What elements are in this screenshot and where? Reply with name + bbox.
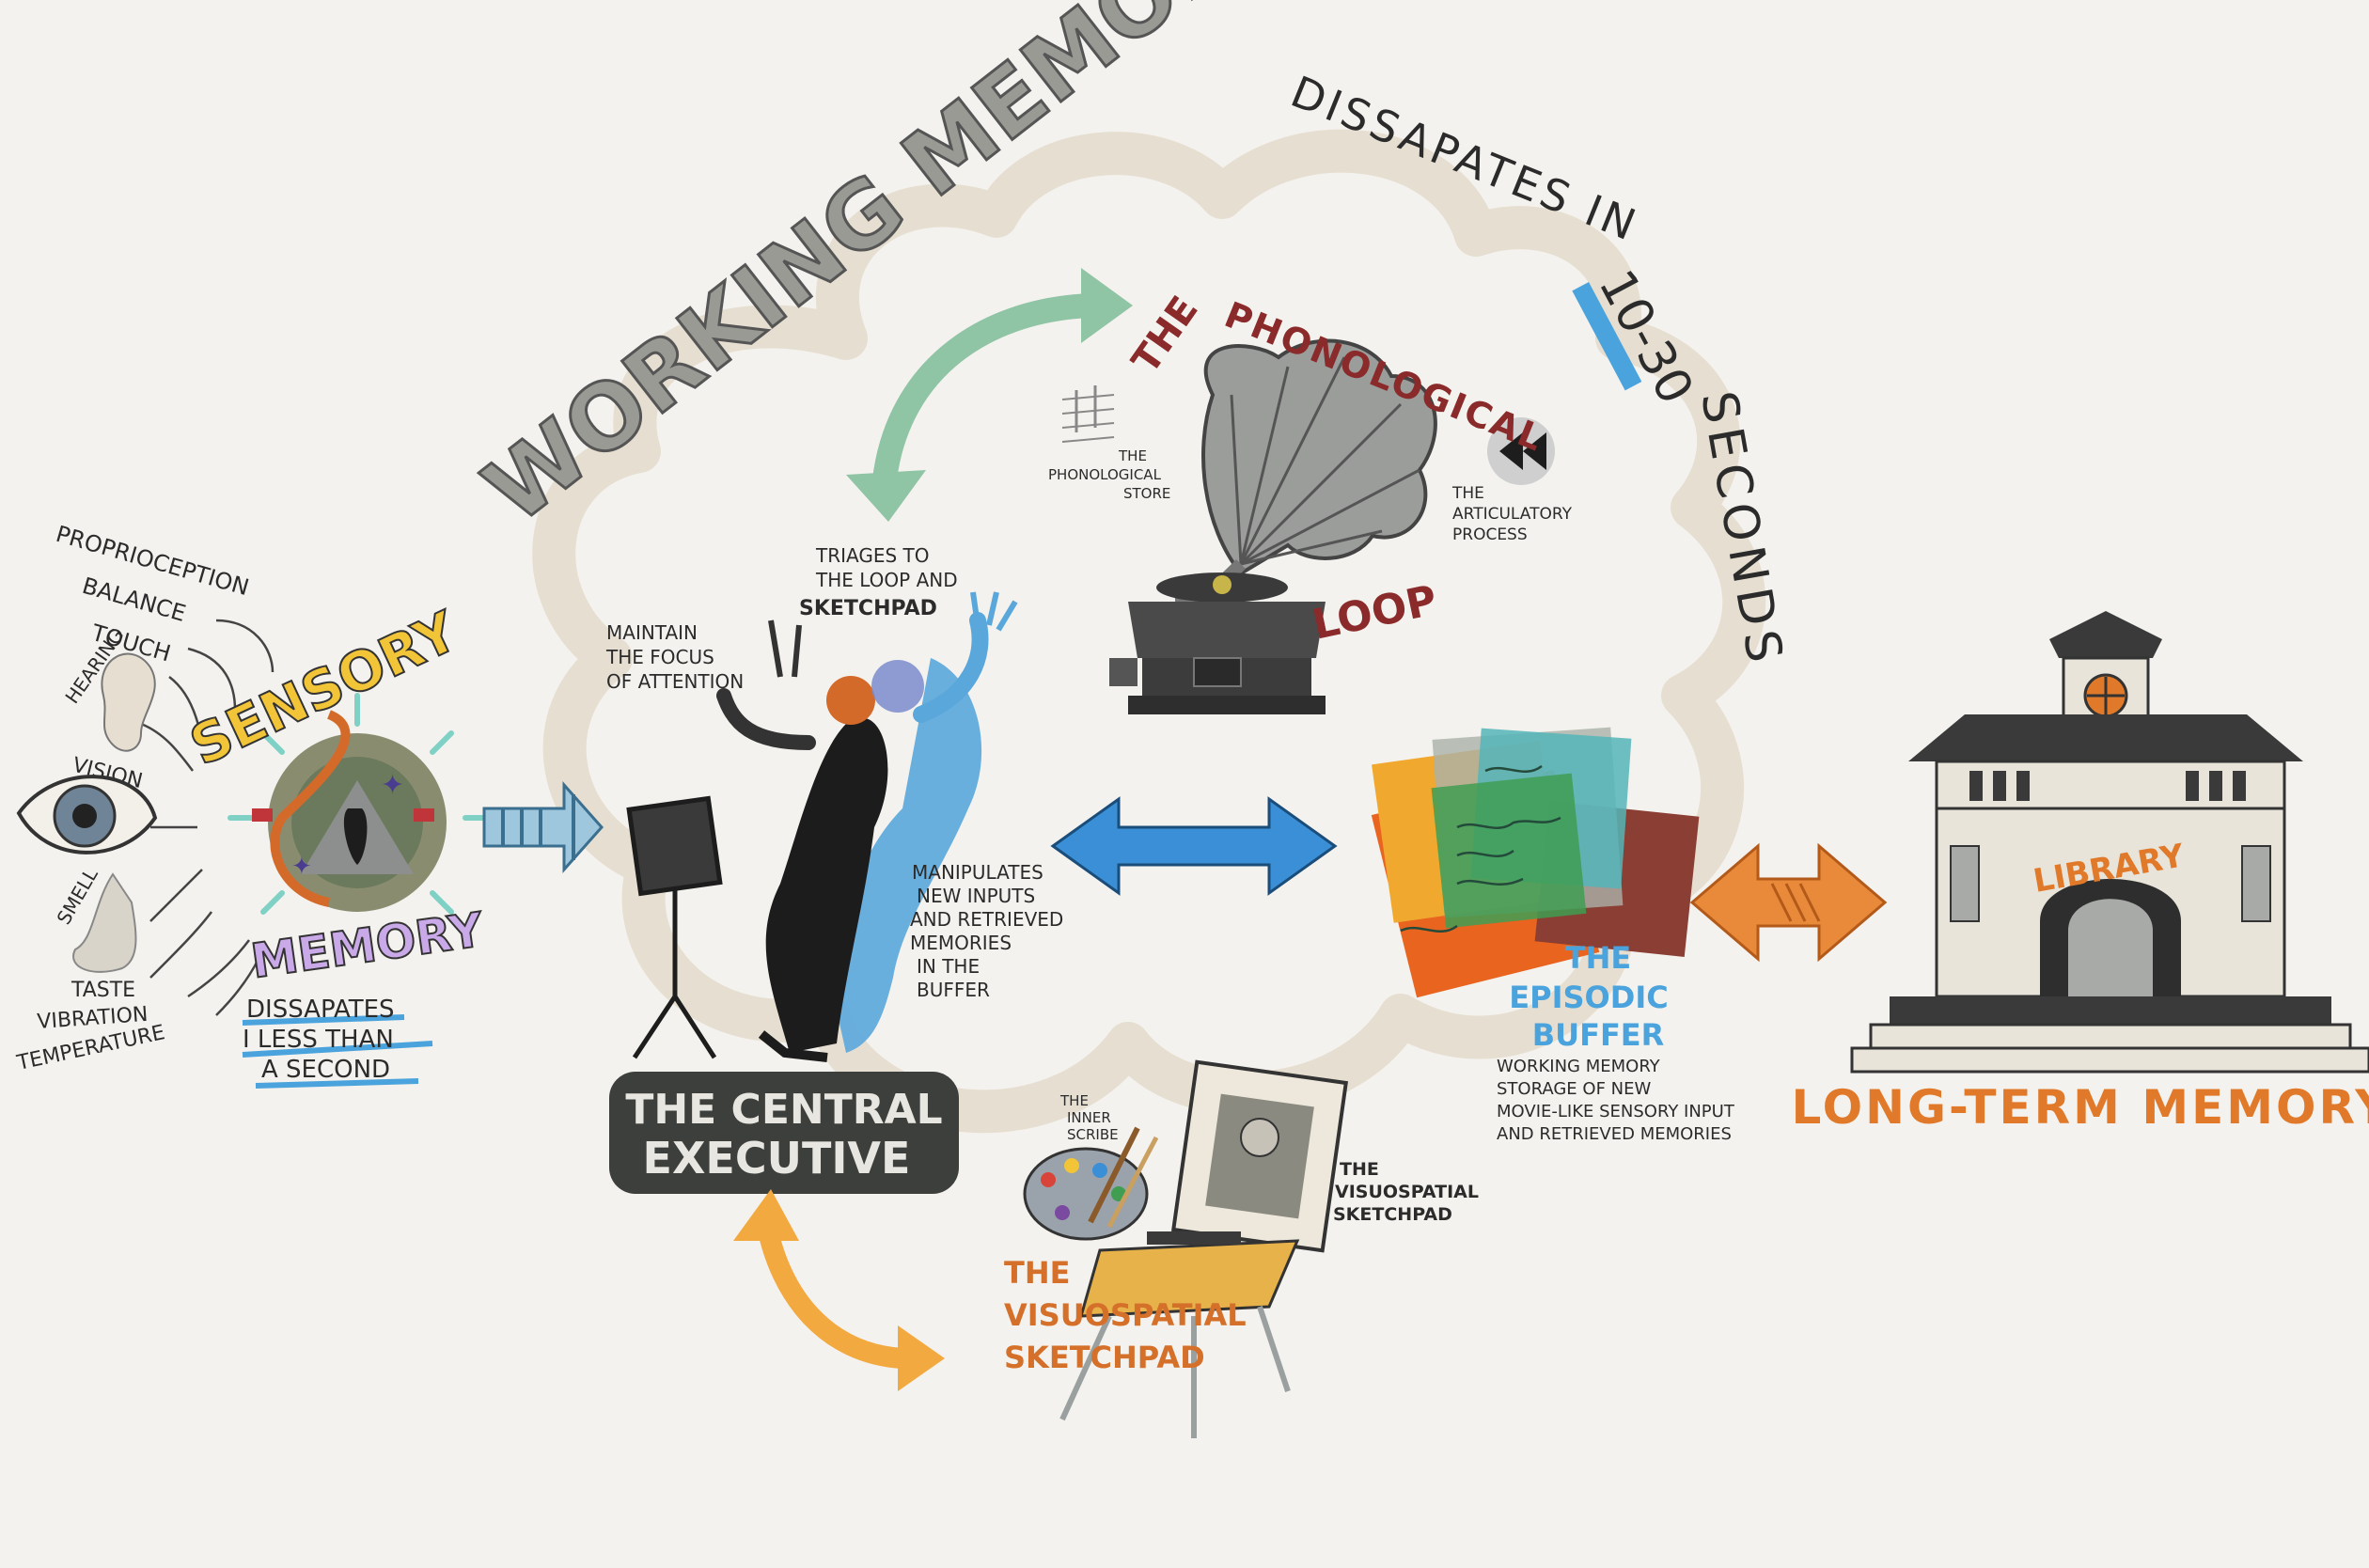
manipulates-line1: MANIPULATES <box>912 861 1043 884</box>
phono-title-loop: LOOP <box>1309 576 1441 650</box>
episodic-desc-line4: AND RETRIEVED MEMORIES <box>1497 1124 1732 1144</box>
sensory-title-line2: MEMORY <box>248 902 488 989</box>
phonological-loop: THE PHONOLOGICAL LOOP THE PHONOLOGICAL S… <box>1048 289 1573 714</box>
eye-icon <box>16 775 158 855</box>
nose-icon <box>72 872 137 973</box>
phono-store-line1: THE <box>1118 447 1147 464</box>
episodic-desc-line2: STORAGE OF NEW <box>1497 1079 1651 1099</box>
dissipates-time-highlight <box>1572 282 1642 391</box>
inner-scribe-line2: INNER <box>1067 1109 1111 1126</box>
visuospatial-title-line1: THE <box>1004 1255 1070 1291</box>
articulatory-line2: ARTICULATORY <box>1452 505 1573 524</box>
visuospatial-side-line3: SKETCHPAD <box>1333 1204 1452 1225</box>
episodic-desc-line1: WORKING MEMORY <box>1497 1057 1661 1076</box>
triages-line2: THE LOOP AND <box>815 569 958 591</box>
working-memory-cloud <box>532 129 1766 1134</box>
sensory-dissipates-line1: DISSAPATES <box>246 996 395 1024</box>
sensory-memory: PROPRIOCEPTION BALANCE TOUCH HEARING VIS… <box>14 521 492 1089</box>
visuospatial-side-line2: VISUOSPATIAL <box>1335 1182 1479 1202</box>
music-stand-icon <box>626 795 723 1059</box>
sense-arrows <box>140 619 275 1016</box>
triages-line1: TRIAGES TO <box>815 544 930 567</box>
phono-store-line3: STORE <box>1123 485 1170 502</box>
triages-line3: SKETCHPAD <box>799 597 937 620</box>
inner-scribe-line1: THE <box>1059 1092 1089 1109</box>
episodic-title-line1: THE <box>1565 940 1631 976</box>
ear-icon <box>101 652 156 752</box>
sense-taste: TASTE <box>71 979 135 1002</box>
inner-scribe-line3: SCRIBE <box>1067 1126 1119 1143</box>
star-icon: ✦ <box>381 769 404 802</box>
library-building-icon <box>1850 611 2369 1074</box>
manipulates-line4: MEMORIES <box>910 932 1012 954</box>
buffer-ltm-arrow <box>1689 842 1888 963</box>
episodic-desc-line3: MOVIE-LIKE SENSORY INPUT <box>1497 1102 1735 1121</box>
long-term-memory-title: LONG-TERM MEMORY <box>1792 1080 2369 1135</box>
articulatory-line3: PROCESS <box>1452 525 1528 544</box>
episodic-title-line3: BUFFER <box>1532 1017 1665 1053</box>
central-executive-title-line2: EXECUTIVE <box>643 1133 911 1184</box>
music-notes-icon <box>1061 385 1115 443</box>
sensory-dissipates-line2: I LESS THAN <box>243 1026 394 1054</box>
central-executive-title-line1: THE CENTRAL <box>625 1086 942 1134</box>
phono-title-the: THE <box>1124 289 1207 382</box>
sensory-dissipates-line3: A SECOND <box>261 1056 390 1084</box>
episodic-title-line2: EPISODIC <box>1509 980 1668 1015</box>
manipulates-line6: BUFFER <box>917 979 990 1001</box>
phono-store-line2: PHONOLOGICAL <box>1048 466 1162 483</box>
easel-icon <box>1059 1059 1349 1438</box>
sensory-dissipates: DISSAPATES I LESS THAN A SECOND <box>242 996 433 1089</box>
episodic-buffer: THE EPISODIC BUFFER WORKING MEMORY STORA… <box>1371 727 1735 1144</box>
manipulates-line3: AND RETRIEVED <box>910 908 1063 931</box>
memory-cards-icon <box>1371 727 1700 998</box>
central-executive-plaque <box>609 1072 959 1194</box>
rewind-icon <box>1487 417 1555 485</box>
long-term-memory: LIBRARY LONG-TERM MEMORY <box>1792 611 2369 1135</box>
executive-sketchpad-arrow <box>733 1189 945 1391</box>
maintain-focus-line2: THE FOCUS <box>605 646 714 668</box>
sensory-to-executive-arrow <box>482 781 604 873</box>
conductor-figure-icon <box>716 591 1018 1062</box>
manipulates-line5: IN THE <box>917 955 980 978</box>
maintain-focus-line1: MAINTAIN <box>606 621 698 644</box>
visuospatial-sketchpad: THE INNER SCRIBE THE VISUOSPATIAL SKETCH… <box>1004 1059 1479 1438</box>
gramophone-icon <box>1109 338 1437 714</box>
visuospatial-title-line3: SKETCHPAD <box>1004 1340 1205 1375</box>
executive-loop-arrow <box>846 268 1133 522</box>
executive-buffer-arrow <box>1050 796 1338 896</box>
visuospatial-title-line2: VISUOSPATIAL <box>1004 1297 1247 1333</box>
manipulates-line2: NEW INPUTS <box>917 885 1035 907</box>
central-executive: MAINTAIN THE FOCUS OF ATTENTION TRIAGES … <box>605 544 1063 1194</box>
palette-icon <box>1023 1126 1159 1241</box>
maintain-focus-line3: OF ATTENTION <box>606 670 744 693</box>
star-icon: ✦ <box>291 853 312 881</box>
visuospatial-side-line1: THE <box>1340 1159 1379 1180</box>
articulatory-line1: THE <box>1451 484 1484 503</box>
